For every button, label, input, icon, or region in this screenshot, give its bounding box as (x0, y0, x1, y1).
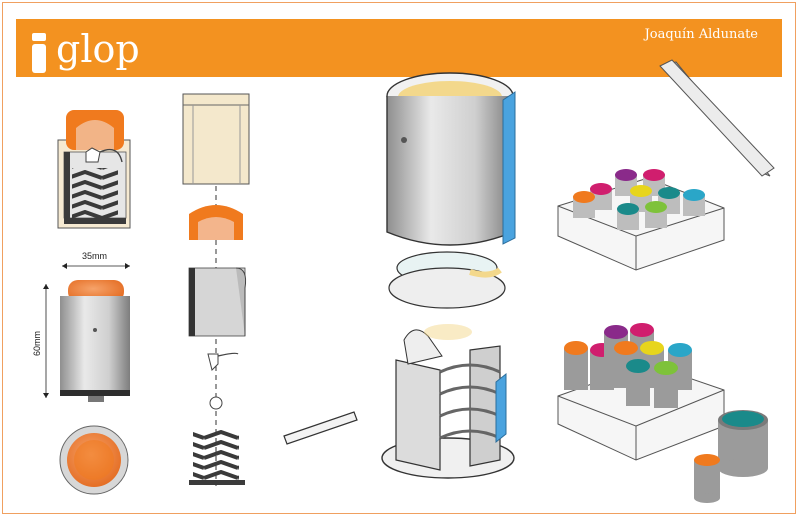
header-bar: glop Joaquín Aldunate (16, 19, 782, 77)
logo-mark-icon (30, 31, 52, 75)
box-lid (659, 59, 775, 177)
brand-logo: glop (30, 21, 140, 75)
logo-text: glop (56, 27, 140, 71)
sketch-exploded-mechanism (381, 324, 515, 479)
width-dimension-label: 35mm (82, 251, 107, 261)
top-view (59, 425, 129, 495)
author-name: Joaquín Aldunate (644, 27, 758, 42)
side-view: 35mm 60mm (32, 251, 130, 402)
single-units (694, 410, 768, 503)
height-dimension-label: 60mm (32, 331, 42, 356)
exploded-view (182, 93, 250, 486)
box-closed-set (557, 169, 725, 271)
sketch-assembled (386, 72, 516, 309)
section-view (57, 110, 131, 229)
box-open-set (557, 323, 725, 461)
sketch-pin (283, 411, 358, 445)
